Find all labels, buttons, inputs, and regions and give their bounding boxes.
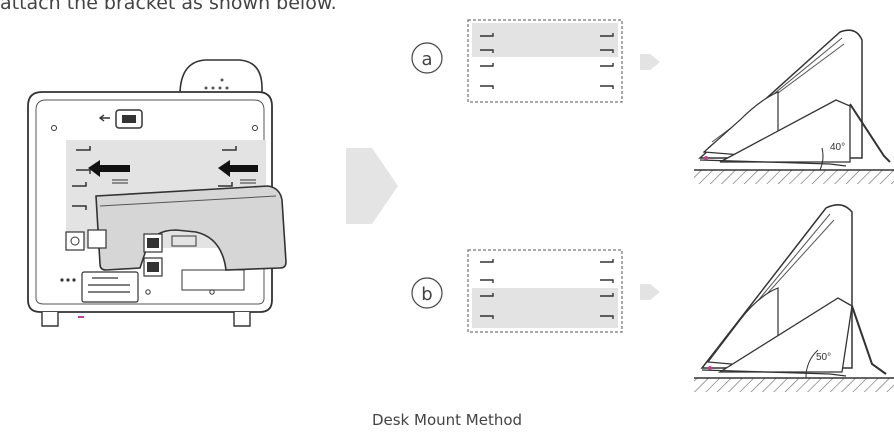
option-b-label: b bbox=[421, 284, 432, 305]
angle-b-label: 50° bbox=[816, 352, 831, 363]
arrow-b-icon bbox=[640, 284, 660, 300]
side-view-50: 50° bbox=[694, 204, 894, 392]
option-b-badge bbox=[411, 277, 443, 309]
figure-caption: Desk Mount Method bbox=[371, 411, 523, 429]
option-b: b 50° bbox=[411, 204, 894, 392]
intro-text: attach the bracket as shown below. bbox=[0, 0, 337, 14]
option-a: a 40° bbox=[411, 19, 894, 184]
option-a-label: a bbox=[421, 49, 432, 70]
arrow-a-icon bbox=[640, 54, 660, 70]
angle-a-label: 40° bbox=[830, 142, 845, 153]
option-a-badge bbox=[411, 42, 443, 74]
phone-back-view bbox=[27, 59, 287, 327]
side-view-40: 40° bbox=[694, 29, 894, 184]
big-arrow-icon bbox=[346, 148, 398, 224]
